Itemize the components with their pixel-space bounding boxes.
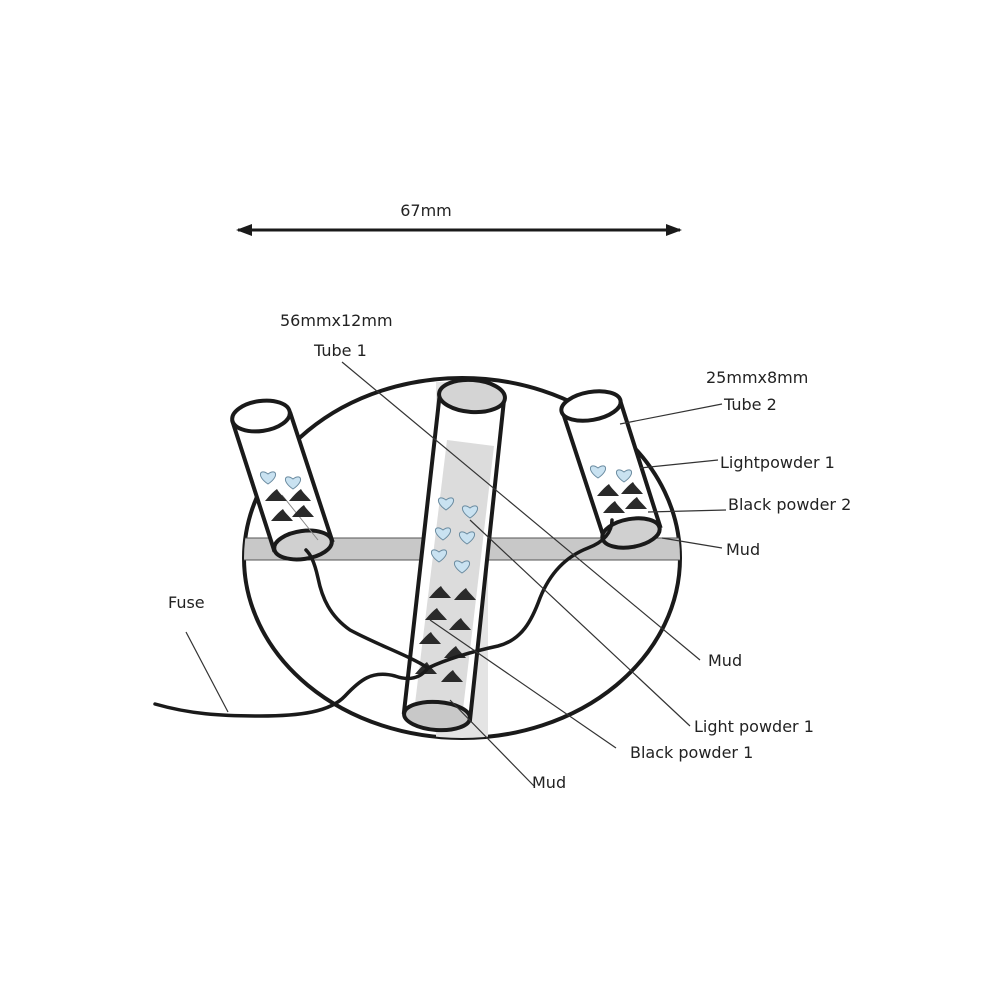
tube2-label: Tube 2 (723, 395, 777, 414)
powder-mound-icon (289, 489, 311, 501)
powder-mound-icon (603, 501, 625, 513)
heart-icon (431, 549, 447, 563)
mud-bottom-label: Mud (532, 773, 566, 792)
tube1-size-label: 56mmx12mm (280, 311, 393, 330)
powder-mound-icon (454, 588, 476, 600)
powder-mound-icon (419, 632, 441, 644)
powder-mound-icon (625, 497, 647, 509)
leader-lines (185, 361, 727, 787)
powder-mound-icon (425, 608, 447, 620)
tube1-label: Tube 1 (313, 341, 367, 360)
powder-mound-icon (597, 484, 619, 496)
width-dimension-label: 67mm (400, 201, 452, 220)
fuse-wire (153, 518, 614, 718)
heart-icon (438, 497, 454, 511)
heart-icon (435, 527, 451, 541)
heart-icon (260, 471, 276, 485)
heart-icon (590, 465, 606, 479)
black-powder1-label: Black powder 1 (630, 743, 753, 762)
black-powder2-label: Black powder 2 (728, 495, 851, 514)
powder-mound-icon (621, 482, 643, 494)
powder-mound-icon (271, 509, 293, 521)
tube2-size-label: 25mmx8mm (706, 368, 808, 387)
mud-mid-label: Mud (708, 651, 742, 670)
heart-icon (459, 531, 475, 545)
heart-icon (616, 469, 632, 483)
powder-mound-icon (265, 489, 287, 501)
powder-mound-icon (429, 586, 451, 598)
fuse-label: Fuse (168, 593, 205, 612)
powder-mound-icon (449, 618, 471, 630)
heart-icon (285, 476, 301, 490)
powder-mound-icon (292, 505, 314, 517)
heart-icon (454, 560, 470, 574)
lightpowder1-right-label: Lightpowder 1 (720, 453, 835, 472)
heart-icon (462, 505, 478, 519)
light-powder1-label: Light powder 1 (694, 717, 814, 736)
mud-right-label: Mud (726, 540, 760, 559)
powder-mound-icon (441, 670, 463, 682)
